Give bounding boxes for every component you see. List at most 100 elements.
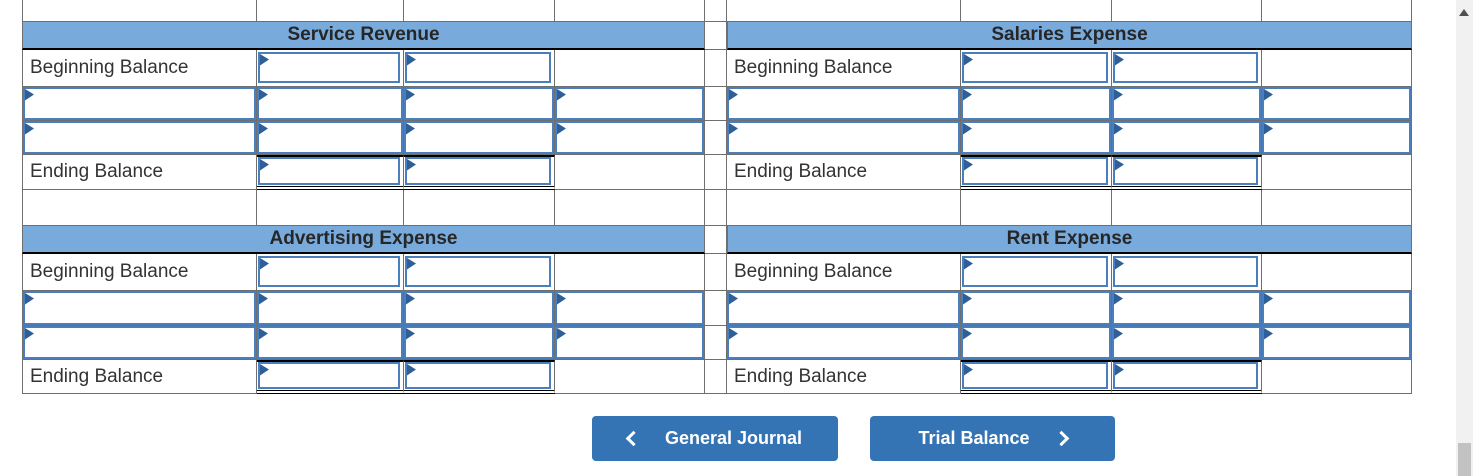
total-cell[interactable] (258, 157, 400, 185)
description-cell[interactable] (23, 291, 256, 325)
grid-cell (555, 87, 705, 121)
amount-cell[interactable] (257, 291, 403, 325)
grid-cell (1112, 87, 1262, 121)
amount-cell[interactable] (405, 52, 551, 83)
grid-cell (555, 254, 705, 291)
amount-cell[interactable] (961, 326, 1111, 359)
cell-flag-icon (1114, 89, 1123, 101)
grid-cell (1262, 326, 1412, 360)
grid-cell (555, 121, 705, 155)
description-cell[interactable] (727, 326, 960, 359)
cell-flag-icon (25, 328, 34, 340)
grid-cell (1262, 254, 1412, 291)
description-cell[interactable] (727, 121, 960, 154)
grid-cell (1112, 360, 1262, 394)
amount-cell[interactable] (257, 121, 403, 154)
t-accounts-grid: Service Revenue Salaries Expense Beginni… (22, 0, 1412, 394)
amount-cell[interactable] (257, 87, 403, 120)
grid-cell (22, 326, 257, 360)
trial-balance-button[interactable]: Trial Balance (870, 416, 1115, 461)
total-cell[interactable] (962, 362, 1108, 389)
grid-cell (1262, 190, 1412, 226)
amount-cell[interactable] (258, 256, 400, 287)
scrollbar-thumb[interactable] (1458, 443, 1471, 476)
scroll-up-arrow-icon[interactable] (1459, 9, 1469, 16)
account-header-advertising-expense: Advertising Expense (22, 226, 705, 254)
account-header-salaries-expense: Salaries Expense (727, 22, 1412, 50)
total-cell[interactable] (405, 362, 551, 389)
cell-flag-icon (963, 328, 972, 340)
account-header-service-revenue: Service Revenue (22, 22, 705, 50)
grid-cell (727, 0, 961, 22)
amount-cell[interactable] (1113, 256, 1258, 287)
grid-cell (961, 121, 1112, 155)
grid-cell (1112, 0, 1262, 22)
description-cell[interactable] (23, 121, 256, 154)
description-cell[interactable] (727, 87, 960, 120)
total-cell[interactable] (258, 362, 400, 389)
panel-gap-cell (705, 0, 727, 22)
grid-cell (404, 121, 555, 155)
amount-cell[interactable] (1112, 121, 1261, 154)
amount-cell[interactable] (1112, 87, 1261, 120)
cell-flag-icon (259, 293, 268, 305)
description-cell[interactable] (555, 326, 704, 359)
grid-cell (1112, 121, 1262, 155)
amount-cell[interactable] (961, 291, 1111, 325)
cell-flag-icon (1115, 54, 1124, 66)
cell-flag-icon (557, 123, 566, 135)
panel-gap-cell (705, 50, 727, 87)
description-cell[interactable] (23, 326, 256, 359)
description-cell[interactable] (555, 291, 704, 325)
amount-cell[interactable] (961, 121, 1111, 154)
amount-cell[interactable] (404, 291, 554, 325)
amount-cell[interactable] (257, 326, 403, 359)
grid-cell (404, 50, 555, 87)
cell-flag-icon (729, 123, 738, 135)
ending-balance-label: Ending Balance (727, 155, 961, 190)
amount-cell[interactable] (1112, 326, 1261, 359)
beginning-balance-label: Beginning Balance (727, 50, 961, 87)
description-cell[interactable] (1262, 291, 1411, 325)
grid-cell (22, 291, 257, 326)
general-journal-button[interactable]: General Journal (592, 416, 838, 461)
chevron-right-icon (1053, 430, 1069, 447)
amount-cell[interactable] (962, 256, 1108, 287)
amount-cell[interactable] (404, 326, 554, 359)
grid-cell (1262, 121, 1412, 155)
total-cell[interactable] (1113, 157, 1258, 185)
cell-flag-icon (1114, 123, 1123, 135)
total-cell[interactable] (962, 157, 1108, 185)
description-cell[interactable] (1262, 326, 1411, 359)
amount-cell[interactable] (1112, 291, 1261, 325)
vertical-scrollbar[interactable] (1456, 0, 1473, 476)
cell-flag-icon (557, 293, 566, 305)
total-cell[interactable] (405, 157, 551, 185)
description-cell[interactable] (1262, 121, 1411, 154)
grid-cell (1262, 0, 1412, 22)
cell-flag-icon (729, 328, 738, 340)
chevron-left-icon (625, 430, 642, 447)
amount-cell[interactable] (962, 52, 1108, 83)
description-cell[interactable] (23, 87, 256, 120)
panel-gap-cell (705, 360, 727, 394)
description-cell[interactable] (727, 291, 960, 325)
amount-cell[interactable] (404, 87, 554, 120)
total-cell[interactable] (1113, 362, 1258, 389)
cell-flag-icon (406, 293, 415, 305)
cell-flag-icon (964, 54, 973, 66)
description-cell[interactable] (1262, 87, 1411, 120)
beginning-balance-label: Beginning Balance (727, 254, 961, 291)
amount-cell[interactable] (405, 256, 551, 287)
amount-cell[interactable] (404, 121, 554, 154)
cell-flag-icon (259, 123, 268, 135)
panel-gap-cell (705, 291, 727, 326)
grid-cell (404, 291, 555, 326)
description-cell[interactable] (555, 87, 704, 120)
grid-cell (727, 291, 961, 326)
description-cell[interactable] (555, 121, 704, 154)
amount-cell[interactable] (1113, 52, 1258, 83)
cell-flag-icon (406, 123, 415, 135)
amount-cell[interactable] (258, 52, 400, 83)
amount-cell[interactable] (961, 87, 1111, 120)
